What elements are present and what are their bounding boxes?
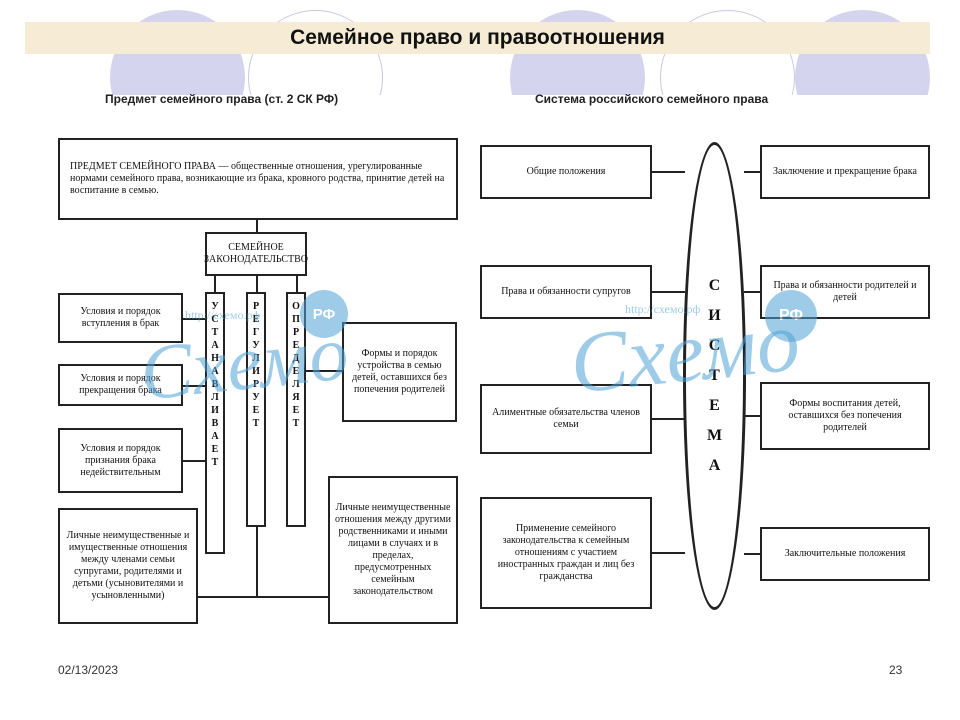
footer-date: 02/13/2023 — [58, 663, 119, 677]
column-letter: Е — [292, 405, 300, 416]
left-heading: Предмет семейного права (ст. 2 СК РФ) — [105, 92, 339, 106]
marriage-termination-box: Условия и порядок прекращения брака — [58, 364, 183, 406]
marriage-conclusion-box: Заключение и прекращение брака — [760, 145, 930, 199]
system-letter: Е — [709, 397, 720, 414]
column-letter: Я — [292, 392, 300, 403]
column-letter: Е — [252, 314, 260, 325]
column-letter: В — [211, 418, 219, 429]
column-letter: У — [252, 340, 260, 351]
column-letter: Е — [252, 405, 260, 416]
family-legislation-box: СЕМЕЙНОЕ ЗАКОНОДАТЕЛЬСТВО — [204, 232, 309, 276]
column-letter: А — [211, 366, 219, 377]
column-letter: Е — [211, 444, 219, 455]
column-letter: Д — [292, 353, 300, 364]
right-heading: Система российского семейного права — [535, 92, 769, 106]
column-letter: У — [252, 392, 260, 403]
column-letter: С — [211, 314, 219, 325]
title-bar: Семейное право и правоотношения — [25, 22, 930, 54]
column-letter: Л — [292, 379, 300, 390]
slide-title: Семейное право и правоотношения — [290, 26, 665, 49]
child-placement-box: Формы и порядок устройства в семью детей… — [342, 322, 457, 422]
column-letter: Н — [211, 353, 219, 364]
column-letter: Т — [211, 457, 219, 468]
system-letter: С — [708, 277, 721, 294]
parents-children-rights-box: Права и обязанности родителей и детей — [760, 265, 930, 319]
column-letter: В — [211, 379, 219, 390]
column-letter: П — [292, 314, 300, 325]
subject-definition-text: ПРЕДМЕТ СЕМЕЙНОГО ПРАВА — общественные о… — [70, 161, 445, 196]
system-letter: Т — [709, 367, 720, 384]
page-number: 23 — [889, 663, 903, 677]
column-letter: У — [211, 301, 219, 312]
column-letter: Р — [252, 301, 260, 312]
column-letter: Г — [252, 327, 260, 338]
system-letter: С — [708, 337, 721, 354]
watermark-badge: РФ — [300, 290, 348, 338]
alimony-box: Алиментные обязательства членов семьи — [480, 384, 652, 454]
column-letter: Е — [292, 366, 300, 377]
column-letter: О — [292, 301, 300, 312]
final-provisions-box: Заключительные положения — [760, 527, 930, 581]
upbringing-forms-box: Формы воспитания детей, оставшихся без п… — [760, 382, 930, 450]
column-letter: И — [252, 366, 260, 377]
column-letter: Р — [252, 379, 260, 390]
system-letter: М — [706, 427, 723, 444]
family-relations-box: Личные неимущественные и имущественные о… — [58, 508, 198, 624]
marriage-invalidity-box: Условия и порядок признания брака недейс… — [58, 428, 183, 493]
column-letter: А — [211, 431, 219, 442]
other-relatives-box: Личные неимущественные отношения между д… — [328, 476, 458, 624]
column-letter: Р — [292, 327, 300, 338]
spouses-rights-box: Права и обязанности супругов — [480, 265, 652, 319]
general-provisions-box: Общие положения — [480, 145, 652, 199]
foreign-citizens-box: Применение семейного законодательства к … — [480, 497, 652, 609]
column-letter: И — [211, 405, 219, 416]
column-letter: Л — [211, 392, 219, 403]
marriage-entry-box: Условия и порядок вступления в брак — [58, 293, 183, 343]
subject-definition-box: ПРЕДМЕТ СЕМЕЙНОГО ПРАВА — общественные о… — [58, 138, 458, 220]
column-letter: А — [211, 340, 219, 351]
column-letter: Л — [252, 353, 260, 364]
family-legislation-label: СЕМЕЙНОЕ ЗАКОНОДАТЕЛЬСТВО — [204, 242, 309, 265]
column-letter: Т — [211, 327, 219, 338]
system-letter: А — [708, 457, 721, 474]
column-letter: Т — [252, 418, 260, 429]
system-letter: И — [708, 307, 721, 324]
column-letter: Е — [292, 340, 300, 351]
column-letter: Т — [292, 418, 300, 429]
